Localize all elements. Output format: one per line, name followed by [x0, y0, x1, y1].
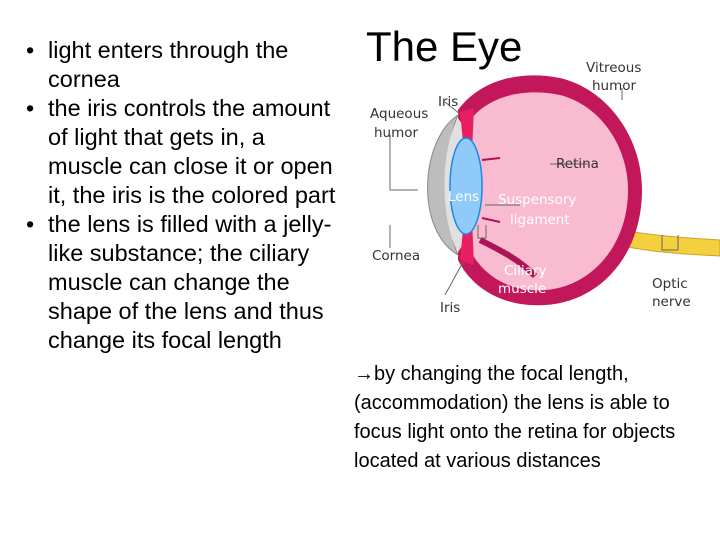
label-ciliary: Ciliary	[504, 263, 547, 279]
label-optic-2: nerve	[652, 294, 691, 310]
slide-title: The Eye	[366, 23, 523, 70]
label-suspensory-2: ligament	[510, 212, 570, 228]
label-vitreous: Vitreous	[586, 60, 641, 76]
leader-lines	[389, 88, 679, 296]
optic-nerve	[617, 229, 720, 257]
eye-diagram: Vitreous humor Iris Aqueous humor Retina…	[370, 60, 720, 316]
label-vitreous-2: humor	[592, 78, 637, 94]
label-aqueous: Aqueous	[370, 106, 428, 122]
label-aqueous-2: humor	[374, 125, 419, 141]
lens	[449, 137, 483, 235]
arrow-icon: →	[354, 363, 374, 385]
bullet-list: light enters through the cornea the iris…	[26, 36, 336, 355]
bullet-cornea: light enters through the cornea	[26, 36, 336, 94]
caption-text: by changing the focal length, (accommoda…	[354, 363, 676, 472]
label-iris-bottom: Iris	[440, 300, 460, 316]
label-optic: Optic	[652, 276, 688, 292]
label-ciliary-2: muscle	[498, 281, 546, 297]
bullet-iris: the iris controls the amount of light th…	[26, 94, 336, 210]
vitreous-body	[470, 92, 628, 291]
suspensory-ligament	[481, 157, 501, 223]
ciliary-muscle	[478, 237, 538, 279]
bullet-lens: the lens is filled with a jelly-like sub…	[26, 210, 336, 355]
label-retina: Retina	[556, 156, 599, 172]
label-iris-top: Iris	[438, 94, 458, 110]
label-lens: Lens	[448, 189, 479, 205]
label-suspensory: Suspensory	[498, 192, 576, 208]
label-cornea: Cornea	[372, 248, 420, 264]
accommodation-caption: →by changing the focal length, (accommod…	[354, 360, 720, 476]
